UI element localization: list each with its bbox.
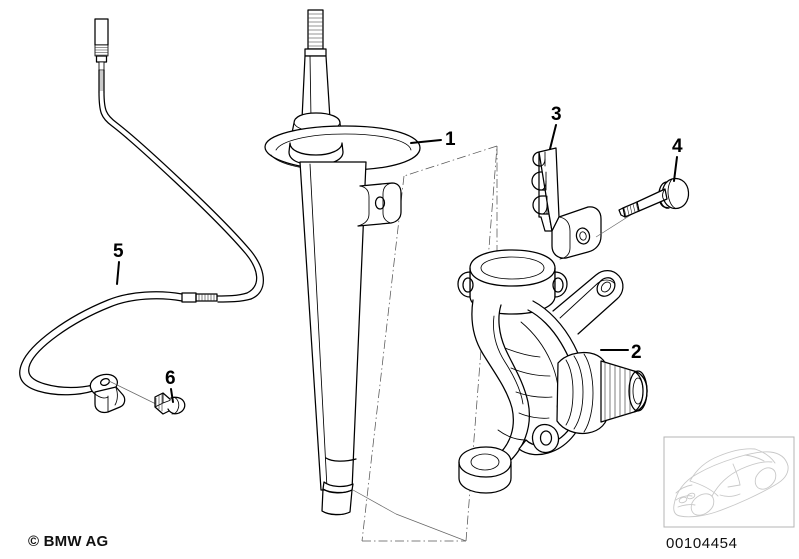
strut-tube bbox=[299, 161, 367, 491]
callout-label-1: 1 bbox=[445, 129, 456, 150]
callout-label-4: 4 bbox=[672, 136, 683, 157]
tie-rod-arm bbox=[552, 270, 624, 335]
piston-rod-thread bbox=[307, 9, 324, 50]
strut-lower-rings bbox=[321, 457, 357, 516]
callout-label-2: 2 bbox=[631, 342, 642, 363]
leader-1 bbox=[410, 139, 442, 144]
leader-4 bbox=[673, 156, 678, 182]
cable-retaining-bracket bbox=[531, 147, 638, 260]
abs-sensor-cable-assembly bbox=[19, 18, 264, 414]
diagram-part-number: 00104454 bbox=[666, 535, 738, 552]
piston-rod bbox=[301, 48, 331, 120]
callout-label-5: 5 bbox=[113, 241, 124, 262]
abs-sensor-head bbox=[89, 373, 126, 414]
bmw-sedan-outline-icon bbox=[673, 448, 789, 518]
leader-6 bbox=[170, 388, 174, 403]
knuckle-lower-boss bbox=[531, 423, 560, 454]
leader-5 bbox=[116, 261, 120, 285]
abs-connector-plug bbox=[94, 18, 109, 71]
knuckle-clamp-collar bbox=[457, 249, 568, 315]
copyright-notice: © BMW AG bbox=[28, 533, 109, 550]
cable-ferrule bbox=[181, 292, 218, 303]
stub-axle bbox=[556, 351, 648, 435]
abs-cable-lower bbox=[19, 291, 183, 396]
callout-leaders: 1 2 3 4 5 6 bbox=[113, 104, 683, 403]
sensor-fixing-bolt bbox=[154, 392, 186, 415]
sensor-bolt-guide bbox=[108, 380, 159, 406]
cable-strain-relief-upper bbox=[98, 69, 105, 93]
strut-bracket-tab bbox=[357, 182, 402, 227]
callout-label-3: 3 bbox=[551, 104, 562, 125]
callout-label-6: 6 bbox=[165, 368, 176, 389]
abs-sensor-cable bbox=[98, 91, 264, 303]
steering-knuckle bbox=[457, 249, 648, 494]
ball-joint-boss bbox=[458, 446, 512, 494]
hex-flange-bolt bbox=[618, 177, 690, 218]
leader-3 bbox=[549, 124, 557, 150]
vehicle-thumbnail bbox=[663, 436, 795, 528]
front-spring-strut bbox=[264, 9, 421, 516]
